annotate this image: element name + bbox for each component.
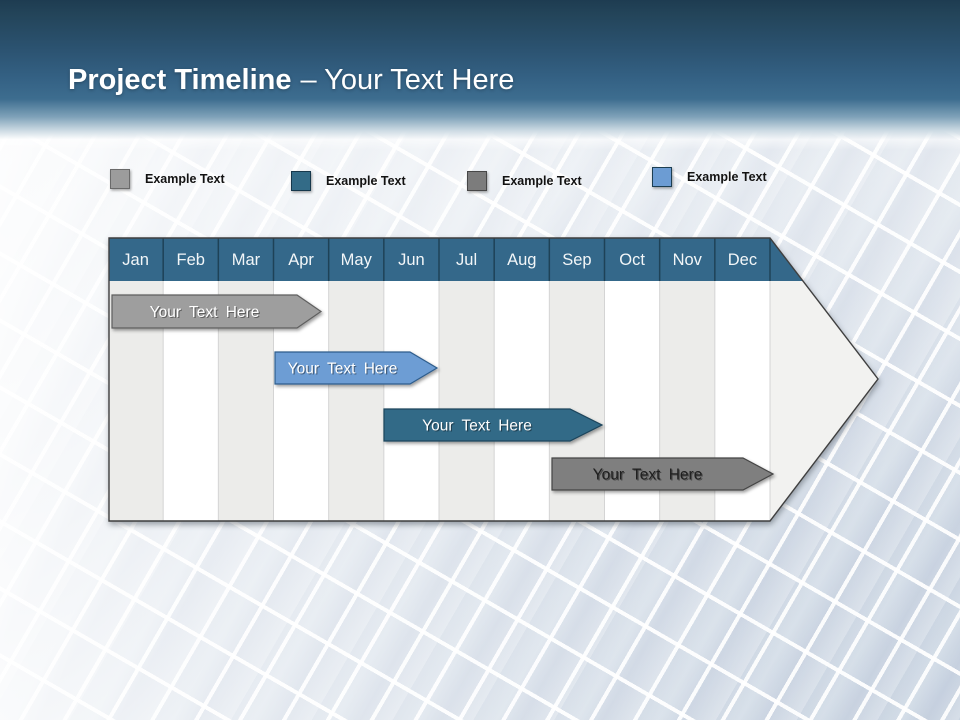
month-label: Jul xyxy=(456,251,477,269)
month-label: Mar xyxy=(232,251,261,269)
page-title-subtext: – Your Text Here xyxy=(300,64,515,96)
timeline-bar-shape xyxy=(383,408,604,442)
month-label: Feb xyxy=(177,251,205,269)
column-stripe xyxy=(109,238,164,521)
month-label: Jun xyxy=(398,251,425,269)
month-label: Oct xyxy=(619,251,645,269)
timeline-bar-shape xyxy=(111,294,323,329)
month-label: Sep xyxy=(562,251,591,269)
column-stripe xyxy=(439,238,495,521)
timeline-bar-label: Your Text Here xyxy=(422,417,532,434)
page-title-bold: Project Timeline xyxy=(68,64,292,96)
timeline-bar-shape xyxy=(551,457,775,491)
column-stripe xyxy=(218,238,274,521)
month-label: Apr xyxy=(288,251,314,269)
month-label: Aug xyxy=(507,251,536,269)
title-band xyxy=(0,0,960,150)
timeline-bar-label-shadow: Your Text Here xyxy=(594,468,704,485)
month-label: Jan xyxy=(122,251,149,269)
timeline-bar-label-shadow: Your Text Here xyxy=(151,305,261,322)
timeline-svg: Jan Feb Mar Apr May Jun Jul Aug Sep Oct Nov DecYour… xyxy=(108,237,879,522)
timeline-bar-shape xyxy=(274,351,439,385)
page-title: Project Timeline– Your Text Here xyxy=(68,60,514,100)
month-label: Dec xyxy=(728,251,757,269)
month-label: Nov xyxy=(673,251,703,269)
timeline-bar-label: Your Text Here xyxy=(150,304,260,321)
column-stripe xyxy=(163,238,219,521)
timeline-bar-label-shadow: Your Text Here xyxy=(289,362,399,379)
timeline-arrow-outline xyxy=(108,237,879,522)
timeline-bar-label-shadow: Your Text Here xyxy=(423,419,533,436)
timeline-bar-label: Your Text Here xyxy=(593,466,703,483)
column-stripe xyxy=(494,238,550,521)
timeline-bar-label: Your Text Here xyxy=(288,360,398,377)
month-label: May xyxy=(341,251,373,269)
